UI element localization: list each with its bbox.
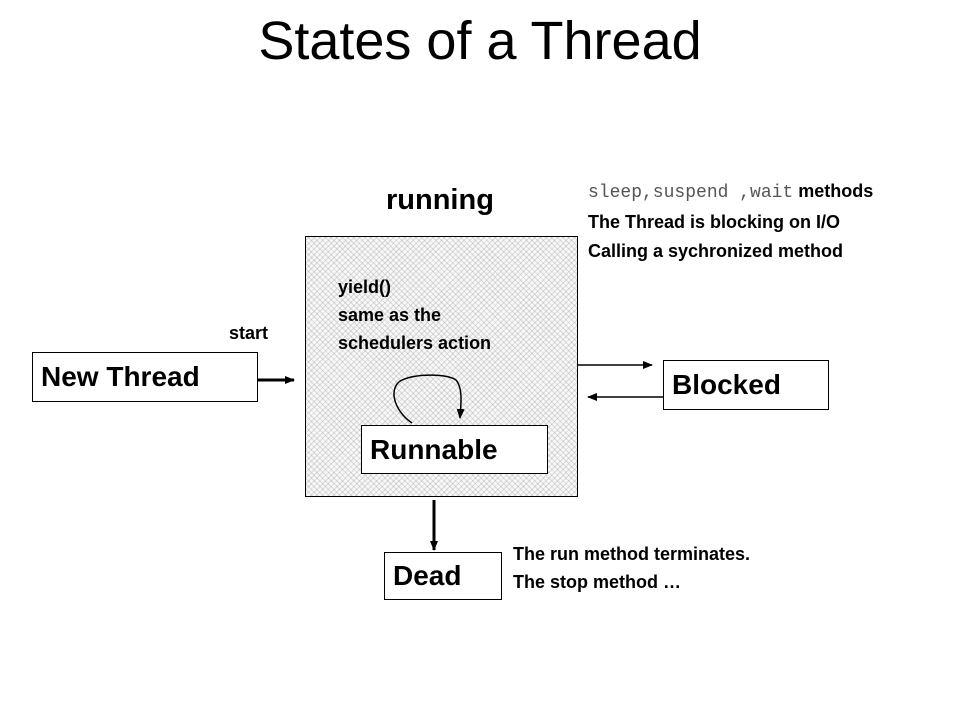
blocked-reason-io: The Thread is blocking on I/O bbox=[588, 212, 841, 232]
yield-note: yield() same as the schedulers action bbox=[338, 273, 491, 357]
dead-state: Dead bbox=[384, 552, 502, 600]
new-thread-label: New Thread bbox=[41, 361, 200, 392]
page-title: States of a Thread bbox=[258, 11, 702, 71]
blocked-reason-synchronized: Calling a sychronized method bbox=[588, 241, 844, 261]
yield-note-line1: yield() bbox=[338, 277, 392, 297]
blocked-reason-methods: sleep,suspend ,wait methods bbox=[588, 177, 873, 208]
yield-note-line3: schedulers action bbox=[338, 333, 492, 353]
yield-note-line2: same as the bbox=[338, 305, 442, 325]
dead-label: Dead bbox=[393, 560, 462, 591]
blocked-reasons: sleep,suspend ,wait methods The Thread i… bbox=[588, 177, 873, 266]
blocked-state: Blocked bbox=[663, 360, 829, 410]
start-label: start bbox=[229, 323, 269, 343]
new-thread-state: New Thread bbox=[32, 352, 258, 402]
blocked-reason-code: sleep,suspend ,wait bbox=[588, 183, 794, 203]
dead-reason-stop-method: The stop method … bbox=[513, 572, 681, 592]
runnable-state: Runnable bbox=[361, 425, 548, 474]
running-state-region bbox=[305, 236, 578, 497]
dead-reason-run-terminates: The run method terminates. bbox=[513, 544, 751, 564]
runnable-label: Runnable bbox=[370, 433, 498, 465]
blocked-reason-methods-suffix: methods bbox=[793, 181, 874, 201]
dead-reasons: The run method terminates. The stop meth… bbox=[513, 540, 750, 596]
running-label: running bbox=[386, 184, 494, 216]
blocked-label: Blocked bbox=[672, 369, 781, 400]
